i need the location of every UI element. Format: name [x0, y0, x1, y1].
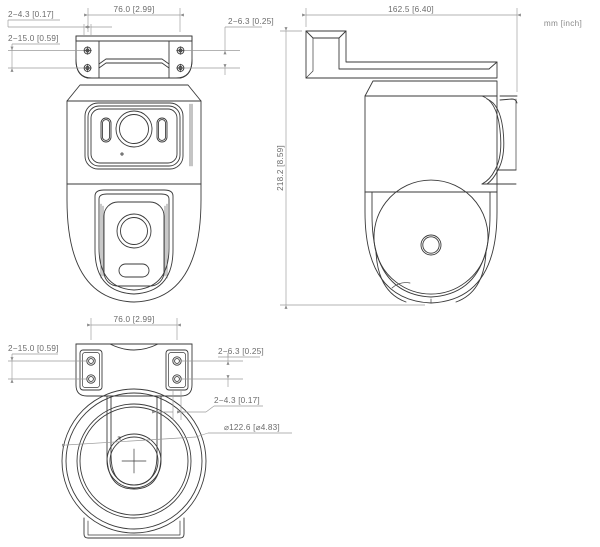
bottom-view: [61, 343, 207, 539]
front-bracket-screw-holes: [83, 46, 185, 73]
front-bracket: [75, 35, 193, 79]
units-note: mm [inch]: [544, 19, 582, 28]
front-view-dimension-labels: 76.0 [2.99] 2−4.3 [0.17] 2−15.0 [0.59] 2…: [8, 5, 274, 43]
front-hole-4p3-label: 2−4.3 [0.17]: [8, 10, 54, 19]
bottom-neck: [106, 395, 162, 490]
front-hole-6p3-label: 2−6.3 [0.25]: [228, 17, 274, 26]
side-view-dimension-labels: 162.5 [6.40] 218.2 [8.59]: [276, 5, 434, 191]
front-width-76-label: 76.0 [2.99]: [114, 5, 155, 14]
side-length-162-label: 162.5 [6.40]: [388, 5, 434, 14]
side-height-218-label: 218.2 [8.59]: [276, 145, 285, 191]
bottom-view-dimensions: [8, 318, 292, 447]
bottom-hole-4p3-label: 2−4.3 [0.17]: [214, 396, 260, 405]
front-view: [66, 35, 202, 303]
bottom-bracket-screw-holes: [86, 356, 182, 384]
bottom-bracket: [75, 343, 193, 397]
front-dome: [66, 183, 202, 303]
front-view-dimensions: [7, 8, 262, 75]
bottom-hole-15-label: 2−15.0 [0.59]: [8, 344, 59, 353]
bottom-mount-tab: [83, 517, 185, 539]
front-hole-15-label: 2−15.0 [0.59]: [8, 34, 59, 43]
side-view: [305, 30, 518, 304]
bottom-outer-circle: [61, 388, 207, 534]
side-bracket: [305, 30, 498, 79]
bottom-diameter-label: ⌀122.6 [⌀4.83]: [224, 423, 280, 432]
side-view-dimensions: [280, 8, 521, 309]
bottom-hole-6p3-label: 2−6.3 [0.25]: [218, 347, 264, 356]
side-dome: [364, 179, 498, 304]
side-rear-cover: [481, 95, 518, 185]
side-camera-body: [364, 80, 498, 193]
bottom-width-76-label: 76.0 [2.99]: [114, 315, 155, 324]
bottom-view-dimension-labels: 76.0 [2.99] 2−15.0 [0.59] 2−6.3 [0.25] 2…: [8, 315, 280, 432]
